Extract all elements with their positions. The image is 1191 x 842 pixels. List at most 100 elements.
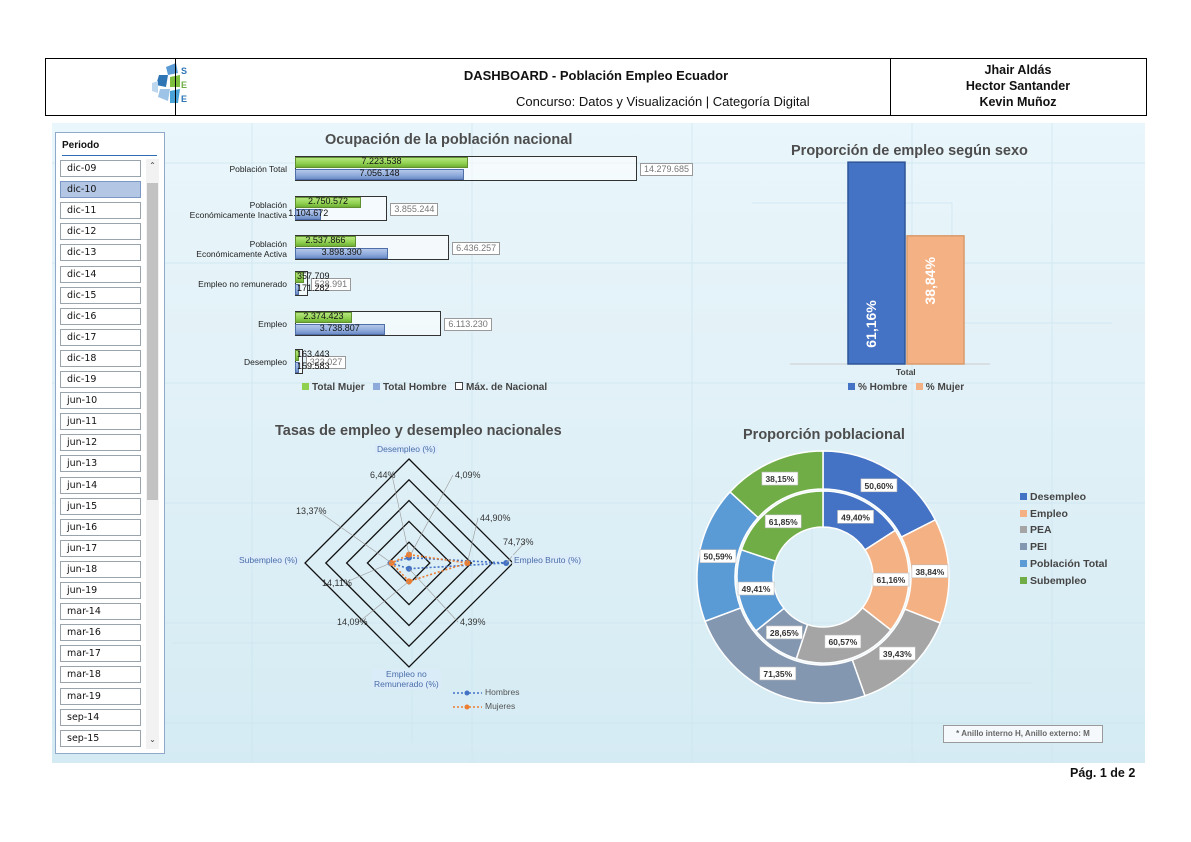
bar-total-mujer xyxy=(295,197,361,208)
page-subtitle: Concurso: Datos y Visualización | Catego… xyxy=(516,94,810,109)
slicer-item[interactable]: jun-19 xyxy=(60,582,141,599)
author-name: Hector Santander xyxy=(965,79,1071,93)
legend-label: % Hombre xyxy=(858,382,908,393)
chart-title-tasas: Tasas de empleo y desempleo nacionales xyxy=(275,423,562,439)
bar-label-hombre: 3.738.807 xyxy=(319,323,360,333)
legend-item: Subempleo xyxy=(1020,575,1087,587)
ocupacion-legend: Total Mujer Total Hombre Máx. de Naciona… xyxy=(302,382,547,393)
bar-total-mujer xyxy=(295,312,352,323)
slicer-item[interactable]: dic-19 xyxy=(60,371,141,388)
author-name: Jhair Aldás xyxy=(984,63,1052,77)
slicer-item[interactable]: dic-15 xyxy=(60,286,141,304)
bar-value-label: 38,84% xyxy=(922,257,938,305)
bar-total-hombre xyxy=(295,324,385,335)
slicer-item[interactable]: dic-12 xyxy=(60,223,141,241)
bar-label-max: 14.279.685 xyxy=(640,163,694,176)
chevron-down-icon[interactable]: ⌄ xyxy=(149,735,156,744)
legend-swatch xyxy=(1020,576,1027,584)
slicer-item[interactable]: jun-10 xyxy=(60,392,141,410)
authors: Jhair Aldás Hector Santander Kevin Muñoz xyxy=(890,62,1146,110)
chart-title-sexo: Proporción de empleo según sexo xyxy=(791,143,1028,159)
legend-item: Desempleo xyxy=(1020,491,1086,503)
slicer-item[interactable]: mar-17 xyxy=(60,645,141,663)
legend-swatch xyxy=(915,383,923,390)
slicer-item[interactable]: mar-14 xyxy=(60,603,141,621)
radar-legend-label: Mujeres xyxy=(485,701,516,711)
chevron-up-icon[interactable]: ⌃ xyxy=(149,161,156,170)
slicer-item[interactable]: dic-17 xyxy=(60,328,141,346)
bar-label-mujer: 2.374.423 xyxy=(303,311,344,321)
slicer-scroll-thumb[interactable] xyxy=(147,183,158,500)
category-label: Población Total xyxy=(229,164,288,174)
bar-hombre xyxy=(847,161,906,365)
bar-total-hombre xyxy=(295,362,299,373)
bar-label-max: 528.991 xyxy=(310,278,352,291)
slicer-item[interactable]: jun-16 xyxy=(60,518,141,536)
slicer-item[interactable]: dic-13 xyxy=(60,244,141,262)
bar-total-mujer xyxy=(295,350,299,361)
bar-total-mujer xyxy=(295,157,468,168)
category-label: Empleo xyxy=(258,319,287,329)
bar-total-hombre xyxy=(295,169,464,180)
bar-label-hombre: 3.898.390 xyxy=(321,247,362,257)
slicer-item[interactable]: mar-19 xyxy=(60,687,141,705)
ring-note: * Anillo interno H, Anillo externo: M xyxy=(943,725,1103,743)
bar-mujer xyxy=(906,235,965,365)
bar-label-mujer: 7.223.538 xyxy=(361,156,402,166)
author-name: Kevin Muñoz xyxy=(979,95,1057,109)
slicer-item[interactable]: jun-12 xyxy=(60,434,141,452)
legend-item: PEI xyxy=(1020,541,1047,553)
legend-label: Subempleo xyxy=(1030,574,1087,587)
slicer-item[interactable]: jun-18 xyxy=(60,560,141,578)
report-header: S E E DASHBOARD - Población Empleo Ecuad… xyxy=(45,58,1147,116)
radar-axis-label: Desempleo (%) xyxy=(375,444,438,454)
slicer-item[interactable]: dic-18 xyxy=(60,349,141,367)
slicer-item[interactable]: sep-15 xyxy=(60,729,141,747)
bar-label-hombre: 1.104.672 xyxy=(288,208,329,218)
legend-label: PEI xyxy=(1030,541,1047,554)
slicer-item[interactable]: dic-10 xyxy=(60,181,141,199)
bar-label-max: 6.113.230 xyxy=(444,318,492,331)
bar-label-hombre: 7.056.148 xyxy=(359,168,400,178)
sexo-chart-svg: 61,16% 38,84% xyxy=(790,161,990,365)
legend-swatch xyxy=(1020,509,1027,517)
legend-label: Población Total xyxy=(1030,557,1108,570)
slicer-item[interactable]: sep-14 xyxy=(60,708,141,726)
slicer-item[interactable]: dic-09 xyxy=(60,160,141,177)
legend-swatch xyxy=(1020,543,1027,551)
bar-label-mujer: 2.750.572 xyxy=(307,196,348,206)
slicer-item[interactable]: jun-13 xyxy=(60,455,141,473)
svg-text:E: E xyxy=(181,94,187,104)
legend-swatch xyxy=(1020,526,1027,534)
slicer-item[interactable]: dic-16 xyxy=(60,307,141,325)
slicer-item[interactable]: jun-14 xyxy=(60,476,141,494)
slicer-item[interactable]: jun-15 xyxy=(60,497,141,515)
slicer-item[interactable]: dic-14 xyxy=(60,265,141,283)
legend-swatch xyxy=(1020,559,1027,567)
category-label: Desempleo xyxy=(244,357,287,367)
slicer-item[interactable]: jun-11 xyxy=(60,413,141,431)
chart-title-ocupacion: Ocupación de la población nacional xyxy=(325,132,573,148)
category-label: Total xyxy=(896,367,916,377)
slicer-item[interactable]: mar-16 xyxy=(60,624,141,642)
legend-label: % Mujer xyxy=(925,382,965,393)
bar-value-label: 61,16% xyxy=(863,300,879,348)
slicer-item[interactable]: mar-18 xyxy=(60,666,141,684)
slicer-item[interactable]: jun-17 xyxy=(60,539,141,557)
legend-label: PEA xyxy=(1030,524,1052,537)
radar-axis-label: Empleo Bruto (%) xyxy=(512,555,584,565)
bar-label-mujer: 357.709 xyxy=(297,271,330,281)
bar-max-nacional xyxy=(295,349,303,374)
slicer-item[interactable]: dic-11 xyxy=(60,202,141,220)
bar-total-mujer xyxy=(295,272,304,283)
legend-item: Población Total xyxy=(1020,558,1107,570)
bar-label-mujer: 2.537.866 xyxy=(305,235,346,245)
bar-total-hombre xyxy=(295,209,322,220)
legend-item: Empleo xyxy=(1020,508,1068,520)
bar-label-max: 6.436.257 xyxy=(452,242,501,255)
legend-label: Total Mujer xyxy=(312,382,365,393)
legend-swatch xyxy=(302,383,309,390)
svg-text:S: S xyxy=(181,66,187,76)
